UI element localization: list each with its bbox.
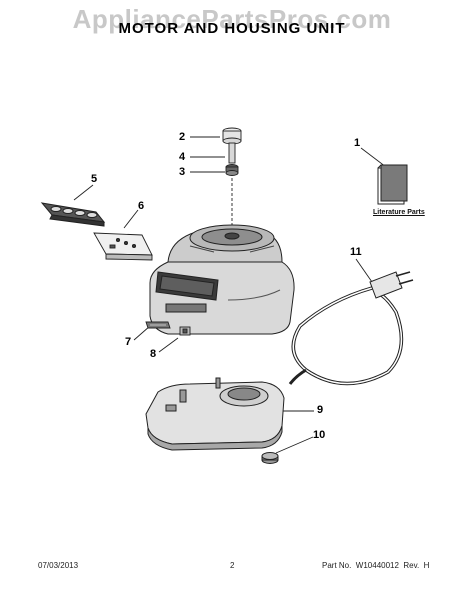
slide-switch	[145, 321, 171, 329]
leader-line-6	[123, 209, 139, 229]
control-panel-keypad	[40, 202, 106, 227]
base-plate	[145, 377, 285, 451]
rubber-foot	[261, 452, 279, 464]
footer-date: 07/03/2013	[38, 561, 79, 570]
callout-5: 5	[91, 173, 98, 185]
footer-page-number: 2	[230, 561, 235, 570]
motor-housing	[149, 224, 295, 335]
page-title: MOTOR AND HOUSING UNIT	[118, 20, 346, 37]
callout-7: 7	[125, 336, 132, 348]
leader-line-8	[158, 337, 179, 353]
callout-4: 4	[179, 151, 186, 163]
leader-line-10	[275, 436, 314, 454]
callout-6: 6	[138, 200, 145, 212]
leader-line-7	[133, 325, 151, 341]
footer-part-number: Part No. W10440012 Rev. H	[322, 561, 430, 570]
switch-clip	[179, 326, 191, 336]
leader-line-5	[73, 184, 94, 201]
power-cord	[288, 271, 414, 386]
callout-1: 1	[354, 137, 361, 149]
callout-11: 11	[350, 246, 362, 258]
callout-10: 10	[313, 429, 326, 441]
leader-line-1	[360, 147, 387, 168]
literature-parts-label: Literature Parts	[373, 209, 425, 216]
literature-booklet	[377, 164, 408, 205]
callout-9: 9	[317, 404, 324, 416]
callout-8: 8	[150, 348, 157, 360]
leader-line-11	[355, 258, 373, 283]
watermark: AppliancePartsPros.com	[72, 4, 392, 34]
control-board	[93, 232, 153, 261]
callout-3: 3	[179, 166, 186, 178]
callout-2: 2	[179, 131, 186, 143]
drive-coupler-stack	[222, 127, 242, 176]
